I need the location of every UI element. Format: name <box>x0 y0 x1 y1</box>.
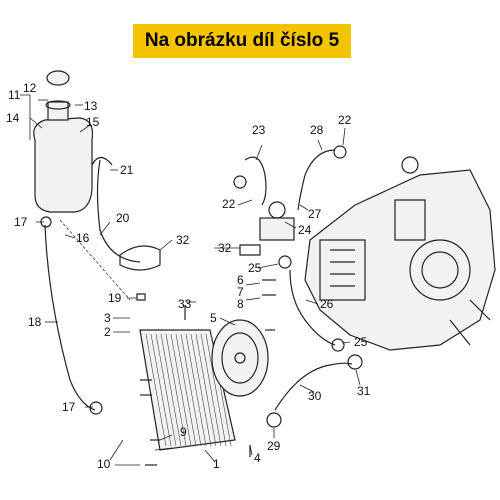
expansion-tank <box>33 117 94 213</box>
hose-28 <box>297 149 336 211</box>
radiator-fin <box>145 333 167 447</box>
callout-3: 3 <box>104 311 111 325</box>
callout-18: 18 <box>28 315 42 329</box>
radiator-fins <box>145 333 232 447</box>
hose-20 <box>96 159 141 263</box>
callout-17-top: 17 <box>14 215 28 229</box>
gasket-32a <box>119 245 161 271</box>
hose-18 <box>44 224 96 411</box>
clamp-25a <box>278 255 292 269</box>
clamp-29 <box>266 412 282 428</box>
radiator-fin <box>190 333 212 447</box>
callout-22-left: 22 <box>222 197 236 211</box>
callout-9: 9 <box>180 425 187 439</box>
thermostat-housing <box>259 217 295 241</box>
radiator-fin <box>165 333 187 447</box>
callout-24: 24 <box>298 223 312 237</box>
clamp-22b <box>333 145 347 159</box>
radiator-fin <box>170 333 192 447</box>
callout-14: 14 <box>6 111 20 125</box>
callout-13: 13 <box>84 99 98 113</box>
hose-26 <box>289 269 336 346</box>
thermostat-outlet <box>268 201 286 219</box>
callout-31: 31 <box>357 384 371 398</box>
radiator-fin <box>175 333 197 447</box>
tank-neck <box>47 101 69 121</box>
callout-28: 28 <box>310 123 324 137</box>
callout-22-right: 22 <box>338 113 352 127</box>
radiator-fin <box>150 333 172 447</box>
clamp-31 <box>347 354 363 370</box>
callout-4: 4 <box>254 451 261 465</box>
callout-29: 29 <box>267 439 281 453</box>
callout-25-upper: 25 <box>248 261 262 275</box>
gasket-32b <box>239 244 261 256</box>
radiator-fin <box>185 333 207 447</box>
callout-21: 21 <box>120 163 134 177</box>
hose-30 <box>274 362 353 411</box>
callout-10: 10 <box>97 457 111 471</box>
clamp-22a <box>233 175 247 189</box>
hose-21 <box>91 156 113 166</box>
callout-15: 15 <box>86 115 100 129</box>
callout-11: 11 <box>8 88 21 102</box>
callout-25-lower: 25 <box>354 335 368 349</box>
hose-23 <box>244 156 267 206</box>
callout-17-bottom: 17 <box>62 400 76 414</box>
callout-20: 20 <box>116 211 130 225</box>
callout-6: 6 <box>237 273 244 287</box>
callout-27: 27 <box>308 207 322 221</box>
radiator-fin <box>205 333 227 447</box>
leader-tank-radiator <box>59 219 131 301</box>
callout-23: 23 <box>252 123 266 137</box>
engine-block <box>304 156 496 351</box>
callout-labels: 1 2 3 4 5 6 7 8 9 10 11 12 13 14 15 16 1… <box>6 81 371 471</box>
callout-12: 12 <box>23 81 37 95</box>
radiator-fin <box>160 333 182 447</box>
tank-cap <box>46 70 70 86</box>
radiator-fin <box>155 333 177 447</box>
tank-gasket <box>45 100 71 110</box>
clamp-17 <box>89 401 103 415</box>
callout-8: 8 <box>237 297 244 311</box>
part-number-banner: Na obrázku díl číslo 5 <box>133 24 351 58</box>
callout-30: 30 <box>308 389 322 403</box>
radiator-fin <box>200 333 222 447</box>
fan-shroud-part-5 <box>211 319 269 397</box>
radiator-fin <box>195 333 217 447</box>
callout-19: 19 <box>108 291 122 305</box>
callout-5: 5 <box>210 311 217 325</box>
callout-32-left: 32 <box>176 233 190 247</box>
clamp-25b <box>331 338 345 352</box>
leader-lines <box>20 94 361 466</box>
callout-2: 2 <box>104 325 111 339</box>
callout-7: 7 <box>237 285 244 299</box>
callout-16: 16 <box>76 231 90 245</box>
callout-33: 33 <box>178 297 192 311</box>
radiator-fin <box>180 333 202 447</box>
callout-26: 26 <box>320 297 334 311</box>
callout-1: 1 <box>213 457 220 471</box>
callout-32-right: 32 <box>218 241 232 255</box>
